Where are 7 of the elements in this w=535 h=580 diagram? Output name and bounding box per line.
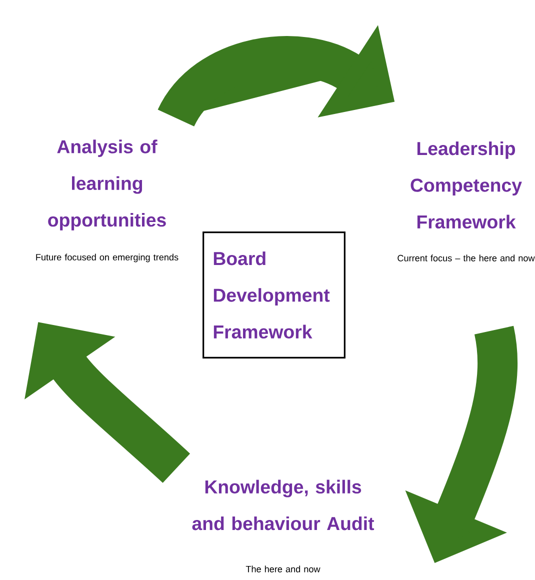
heading: Knowledge, skills and behaviour Audit	[192, 480, 374, 530]
heading: Leadership Competency Framework	[410, 141, 522, 229]
subtitle: The here and now	[246, 566, 320, 572]
heading: Analysis of learning opportunities	[48, 140, 166, 230]
subtitle: Current focus – the here and now	[398, 254, 535, 262]
subtitle: Future focused on emerging trends	[36, 254, 178, 262]
framework-box: Board Development Framework	[202, 232, 346, 358]
